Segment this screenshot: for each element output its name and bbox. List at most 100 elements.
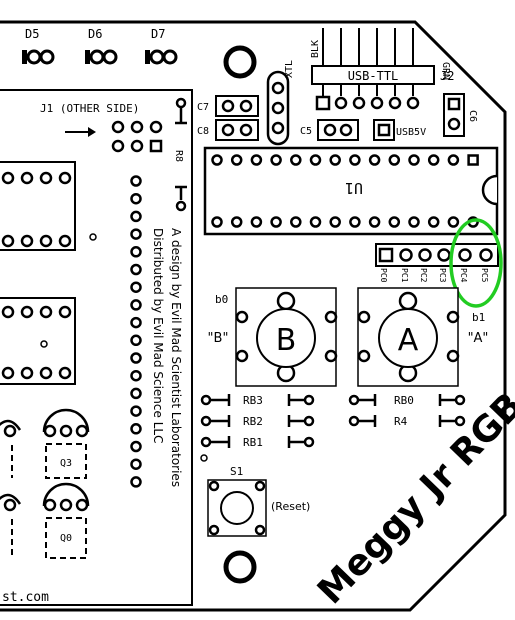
- b1-label: b1: [472, 311, 485, 324]
- solder-pad: [447, 216, 460, 228]
- reset-switch: S1 (Reset): [207, 465, 310, 537]
- solder-pad: [130, 458, 142, 470]
- header-usb-ttl: BLK GRN USB-TTL J2: [310, 28, 454, 111]
- solder-pad: [329, 154, 341, 166]
- solder-pad: [309, 154, 322, 166]
- led-d5: D5: [22, 27, 55, 65]
- b0-label: b0: [215, 293, 228, 306]
- svg-text:C6: C6: [467, 110, 478, 122]
- resistor-rb0: RB0: [348, 394, 466, 407]
- solder-pad: [447, 154, 460, 166]
- usb-ttl-label: USB-TTL: [348, 69, 399, 83]
- solder-pad: [130, 192, 142, 205]
- transistor-q0: Q0: [42, 482, 90, 559]
- cap-c7: C7: [197, 95, 259, 117]
- solder-pad: [130, 281, 142, 293]
- solder-pad: [388, 154, 401, 166]
- url-fragment: st.com: [2, 590, 49, 605]
- crystal-xtl: XTL: [266, 60, 295, 146]
- brand-text: Meggy Jr RGB: [310, 385, 515, 612]
- pc-label: PC5: [480, 268, 489, 283]
- led-label: D6: [88, 27, 102, 41]
- resistor-rb2: RB2: [200, 415, 315, 428]
- svg-text:RB1: RB1: [243, 436, 263, 449]
- solder-pad: [130, 316, 142, 329]
- solder-pad: [427, 154, 440, 166]
- solder-pad: [290, 154, 302, 166]
- solder-pad: [270, 216, 282, 228]
- solder-pad: [408, 154, 420, 166]
- solder-pad: [130, 476, 142, 488]
- led-d6: D6: [85, 27, 118, 65]
- xtl-label: XTL: [284, 60, 295, 78]
- mounting-hole-top: [223, 45, 257, 79]
- solder-pad: [349, 154, 361, 166]
- led-label: D5: [25, 27, 39, 41]
- svg-text:Q0: Q0: [60, 533, 72, 544]
- credit-line-2: Distributed by Evil Mad Science LLC: [151, 228, 165, 443]
- solder-pad: [388, 216, 401, 228]
- solder-pad: [130, 423, 142, 435]
- arrow-right-icon: [65, 127, 96, 137]
- pc-label: PC3: [438, 268, 447, 283]
- solder-pad: [467, 154, 479, 166]
- solder-pad: [368, 154, 381, 166]
- button-a-footprint: A "A" b1: [357, 287, 489, 387]
- solder-pad: [408, 216, 420, 228]
- blk-label: BLK: [310, 40, 321, 58]
- solder-pad: [130, 440, 142, 453]
- solder-pad: [349, 216, 361, 228]
- matrix-outline: [0, 89, 193, 606]
- pc-label: PC1: [400, 268, 409, 283]
- solder-pad: [130, 263, 142, 276]
- header-pc: PC0 PC1 PC2 PC3 PC4 PC5: [375, 243, 499, 283]
- header-j1: [111, 120, 163, 153]
- svg-text:C8: C8: [197, 126, 209, 137]
- button-b-quote: "B": [208, 331, 229, 346]
- solder-pad: [290, 216, 302, 228]
- transistor-partial-left: [0, 419, 22, 558]
- solder-pad: [130, 369, 142, 382]
- reset-ref: S1: [230, 465, 243, 478]
- solder-pad: [130, 299, 142, 311]
- solder-pad: [427, 216, 440, 228]
- solder-pad: [130, 210, 142, 223]
- svg-text:C7: C7: [197, 102, 209, 113]
- ic-left-top: [0, 161, 76, 251]
- led-label: D7: [151, 27, 165, 41]
- solder-pad: [250, 154, 263, 166]
- solder-pad: [130, 175, 142, 187]
- button-b-footprint: B "B" b0: [208, 287, 338, 387]
- solder-pad: [130, 387, 142, 400]
- solder-pad: [230, 154, 243, 166]
- u1-label: U1: [345, 179, 363, 197]
- resistor-rb1: RB1: [200, 436, 315, 449]
- button-a-quote: "A": [468, 331, 489, 346]
- solder-pad: [368, 216, 381, 228]
- solder-pad: [130, 352, 142, 364]
- svg-text:RB0: RB0: [394, 394, 414, 407]
- resistor-rb3: RB3: [200, 394, 315, 407]
- pc-label: PC2: [419, 268, 428, 283]
- cap-c8: C8: [197, 119, 259, 141]
- solder-pad: [250, 216, 263, 228]
- solder-pad: [230, 216, 243, 228]
- svg-text:C5: C5: [300, 126, 312, 137]
- solder-pad: [130, 228, 142, 240]
- pc-label: PC0: [379, 268, 388, 283]
- button-a-letter: A: [398, 323, 419, 358]
- solder-pad: [329, 216, 341, 228]
- reset-label: (Reset): [271, 500, 310, 513]
- svg-text:RB3: RB3: [243, 394, 263, 407]
- ic-u1: U1: [203, 146, 499, 236]
- led-d7: D7: [145, 27, 178, 65]
- solder-pad: [309, 216, 322, 228]
- cap-c6: C6: [443, 93, 478, 137]
- solder-pad: [270, 154, 282, 166]
- resistor-r8: R8: [173, 97, 187, 212]
- credit-line-1: A design by Evil Mad Scientist Laborator…: [169, 228, 183, 487]
- board-outline: [0, 20, 507, 612]
- svg-text:USB5V: USB5V: [396, 127, 426, 138]
- solder-pad: [130, 246, 142, 258]
